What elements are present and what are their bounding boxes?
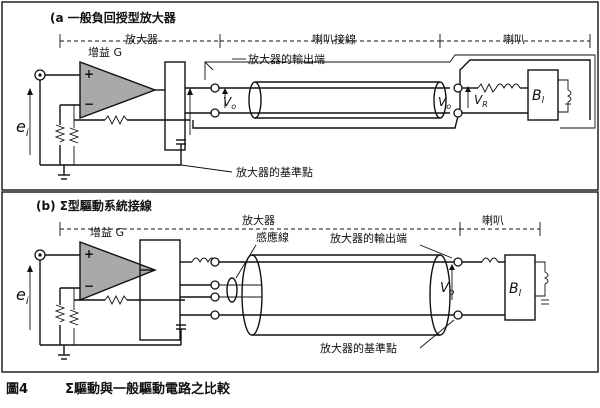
panel-b-cable-start	[241, 254, 263, 336]
panel-a-title: (a 一般負回授型放大器	[50, 10, 177, 25]
panel-b-speaker-label: 喇叭	[482, 213, 504, 227]
panel-a-section-markers	[59, 34, 591, 48]
panel-a-cable-label: 喇叭接線	[312, 32, 356, 46]
panel-a-gain-label: 增益 G	[88, 45, 122, 59]
svg-text:−: −	[84, 279, 94, 293]
panel-b-ei-label: ei	[16, 285, 29, 307]
panel-a-vo-far-label: Vo	[438, 95, 451, 111]
svg-text:+: +	[84, 247, 94, 261]
panel-a-output-stage	[164, 61, 186, 151]
panel-a: (a 一般負回授型放大器 放大器 喇叭接線 喇叭 ei 增益 G + −	[16, 10, 596, 180]
panel-a-frame	[1, 1, 599, 191]
panel-a-vr-label: VR	[474, 93, 488, 109]
panel-b-sense-wire-label: 感應線	[256, 230, 289, 244]
svg-text:+: +	[84, 67, 94, 81]
panel-b-bl-label: Bl	[509, 281, 522, 299]
panel-b-output-terminal-label: 放大器的輸出端	[330, 231, 407, 245]
panel-a-vo-label: Vo	[223, 95, 236, 111]
panel-b-sense-coil	[226, 277, 238, 303]
svg-text:−: −	[84, 97, 94, 111]
panel-b-gain-label: 增益 G	[90, 225, 124, 239]
panel-b-vo-label: Vo	[440, 281, 455, 298]
panel-a-out-terminal-bottom	[210, 108, 220, 118]
panel-b-amp-label: 放大器	[242, 213, 275, 227]
panel-a-amp-label: 放大器	[125, 32, 158, 46]
panel-b-reference-label: 放大器的基準點	[320, 341, 397, 355]
panel-b-frame	[1, 191, 599, 373]
panel-b-title: (b) Σ型驅動系統接線	[36, 198, 152, 213]
figure-caption-text: Σ驅動與一般驅動電路之比較	[65, 382, 230, 397]
panel-b-section-markers	[59, 222, 541, 236]
panel-a-out-terminal-top	[210, 83, 220, 93]
panel-a-bl-label: Bl	[532, 88, 545, 106]
figure-caption: 圖4 Σ驅動與一般驅動電路之比較	[6, 378, 230, 397]
panel-a-speaker-box	[527, 69, 559, 121]
panel-b-speaker-box	[504, 254, 536, 321]
panel-a-speaker-label: 喇叭	[503, 32, 525, 46]
panel-a-ei-label: ei	[16, 117, 29, 139]
panel-b: (b) Σ型驅動系統接線 放大器 喇叭 ei 增益 G + −	[16, 198, 549, 360]
panel-b-output-stage	[139, 239, 181, 341]
panel-a-reference-label: 放大器的基準點	[236, 165, 313, 179]
figure-number: 圖4	[6, 382, 29, 397]
panel-a-opamp	[79, 60, 158, 120]
panel-a-output-terminal-label: 放大器的輸出端	[248, 52, 325, 66]
panel-b-opamp	[79, 240, 157, 302]
